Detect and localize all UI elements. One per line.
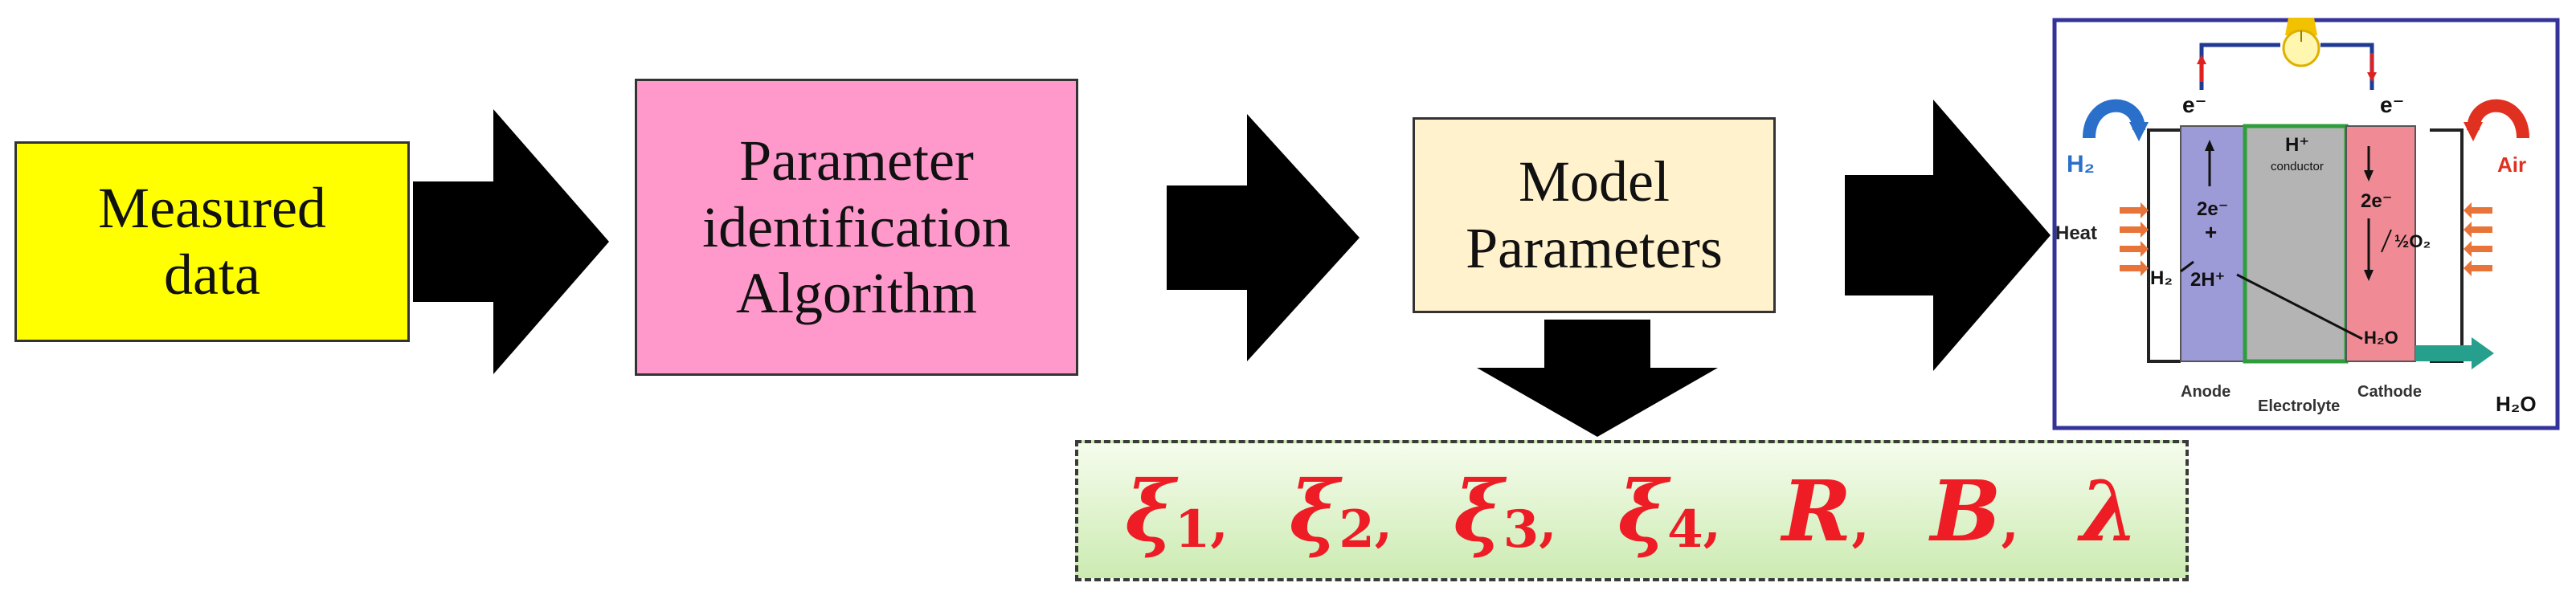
- electrolyte-label: Electrolyte: [2258, 397, 2340, 415]
- light-bulb-icon: [2282, 18, 2320, 67]
- anode-plus-label: +: [2205, 220, 2217, 244]
- model-line-2: Parameters: [1466, 216, 1723, 280]
- model-line-1: Model: [1519, 149, 1670, 214]
- air-inlet-label: Air: [2497, 153, 2526, 177]
- water-outlet-label: H₂O: [2496, 392, 2537, 416]
- anode-label: Anode: [2181, 383, 2230, 401]
- algorithm-line-2: identification: [702, 194, 1011, 259]
- param-r: R,: [1781, 461, 1870, 560]
- cathode-layer: [2345, 125, 2416, 362]
- model-parameters-label: Model Parameters: [1466, 149, 1723, 282]
- flow-arrow-2: [1167, 114, 1360, 361]
- param-b: B,: [1930, 461, 2019, 560]
- down-arrow: [1477, 320, 1718, 437]
- heat-left-label: Heat: [2055, 222, 2097, 244]
- anode-2h-label: 2H⁺: [2190, 269, 2225, 291]
- parameter-identification-box: Parameter identification Algorithm: [635, 79, 1078, 376]
- membrane-label: conductor: [2271, 160, 2324, 173]
- parameter-identification-label: Parameter identification Algorithm: [702, 128, 1011, 327]
- water-outlet-arrow: [2415, 345, 2475, 361]
- anode-2e-label: 2e⁻: [2197, 198, 2228, 220]
- measured-data-line-1: Measured: [98, 176, 326, 241]
- measured-data-line-2: data: [164, 242, 260, 307]
- algorithm-line-1: Parameter: [739, 128, 974, 193]
- model-parameters-box: Model Parameters: [1413, 117, 1776, 313]
- cathode-h2o-label: H₂O: [2364, 328, 2398, 348]
- electron-right-label: e⁻: [2380, 92, 2404, 117]
- heat-left-icon: [2120, 202, 2149, 276]
- algorithm-line-3: Algorithm: [736, 261, 977, 326]
- flow-arrow-3: [1845, 100, 2051, 371]
- h2-inlet-label: H₂: [2067, 151, 2095, 177]
- h2-inlet-arrow: [2083, 99, 2145, 139]
- fuel-cell-diagram: e⁻ e⁻ H₂ Air Heat 2e⁻ + 2H⁺ H₂ H⁺ conduc…: [2052, 18, 2560, 430]
- param-lambda: λ: [2079, 461, 2139, 560]
- flow-arrow-1: [413, 109, 609, 374]
- cathode-o2-label: ½O₂: [2394, 231, 2431, 251]
- measured-data-label: Measured data: [98, 175, 326, 308]
- electron-left-label: e⁻: [2182, 92, 2206, 117]
- anode-h2-label: H₂: [2150, 267, 2173, 289]
- membrane-ion-label: H⁺: [2285, 134, 2309, 156]
- air-inlet-arrow: [2467, 99, 2529, 139]
- cathode-2e-label: 2e⁻: [2361, 190, 2392, 212]
- heat-right-icon: [2464, 202, 2492, 276]
- measured-data-box: Measured data: [14, 141, 410, 342]
- anode-layer: [2180, 125, 2246, 362]
- cathode-label: Cathode: [2357, 383, 2422, 401]
